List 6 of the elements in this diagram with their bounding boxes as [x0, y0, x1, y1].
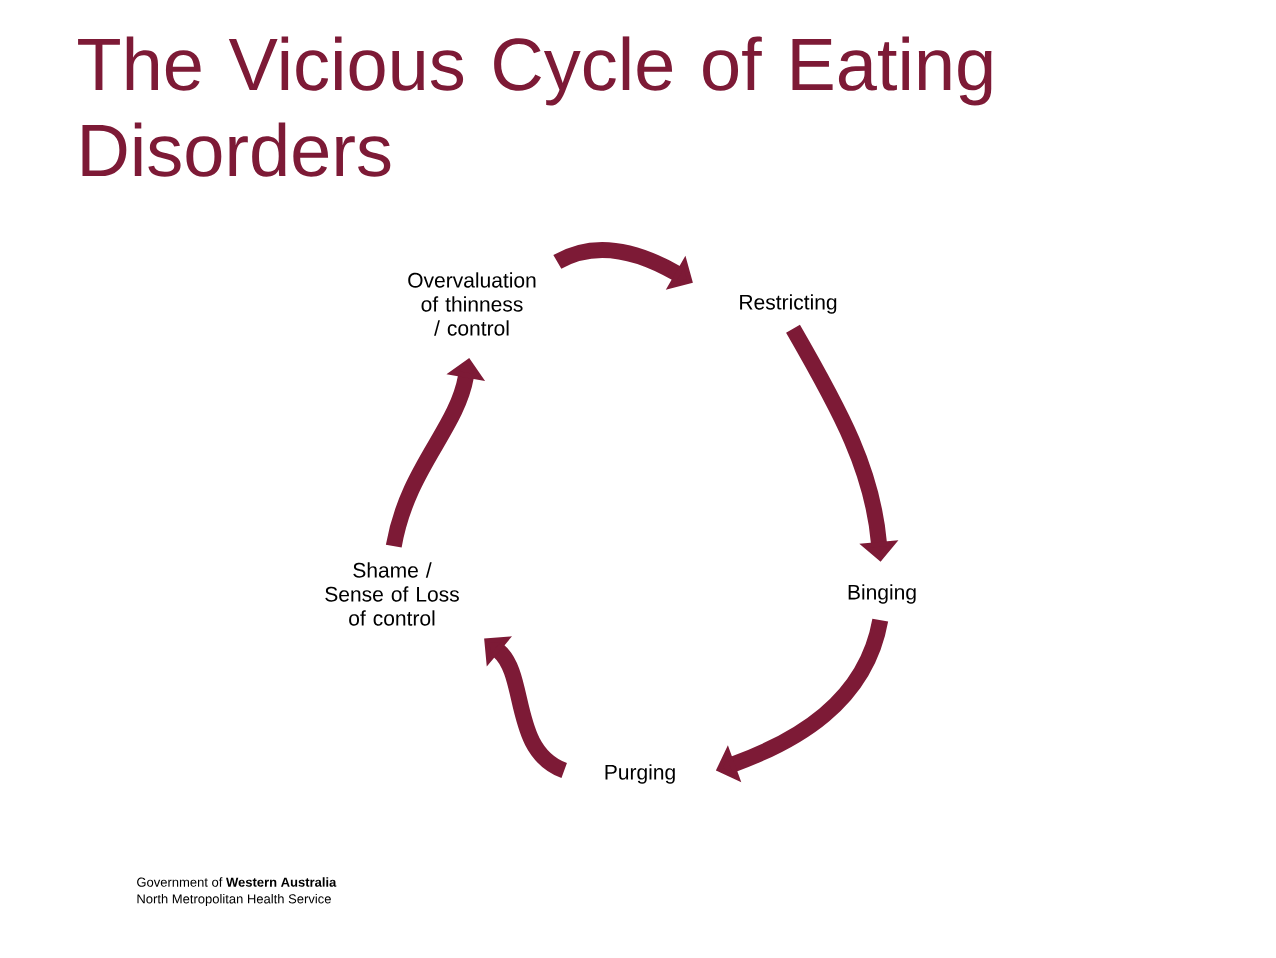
cycle-label: Shame / Sense of Loss of control — [325, 562, 459, 626]
cycle-label: Binging — [848, 584, 916, 604]
title: The Vicious Cycle of Eating Disorders — [78, 36, 992, 177]
cycle-label: Purging — [605, 764, 675, 784]
cycle-label: Restricting — [740, 294, 837, 314]
cycle-label: Overvaluation of thinness / control — [408, 272, 536, 336]
